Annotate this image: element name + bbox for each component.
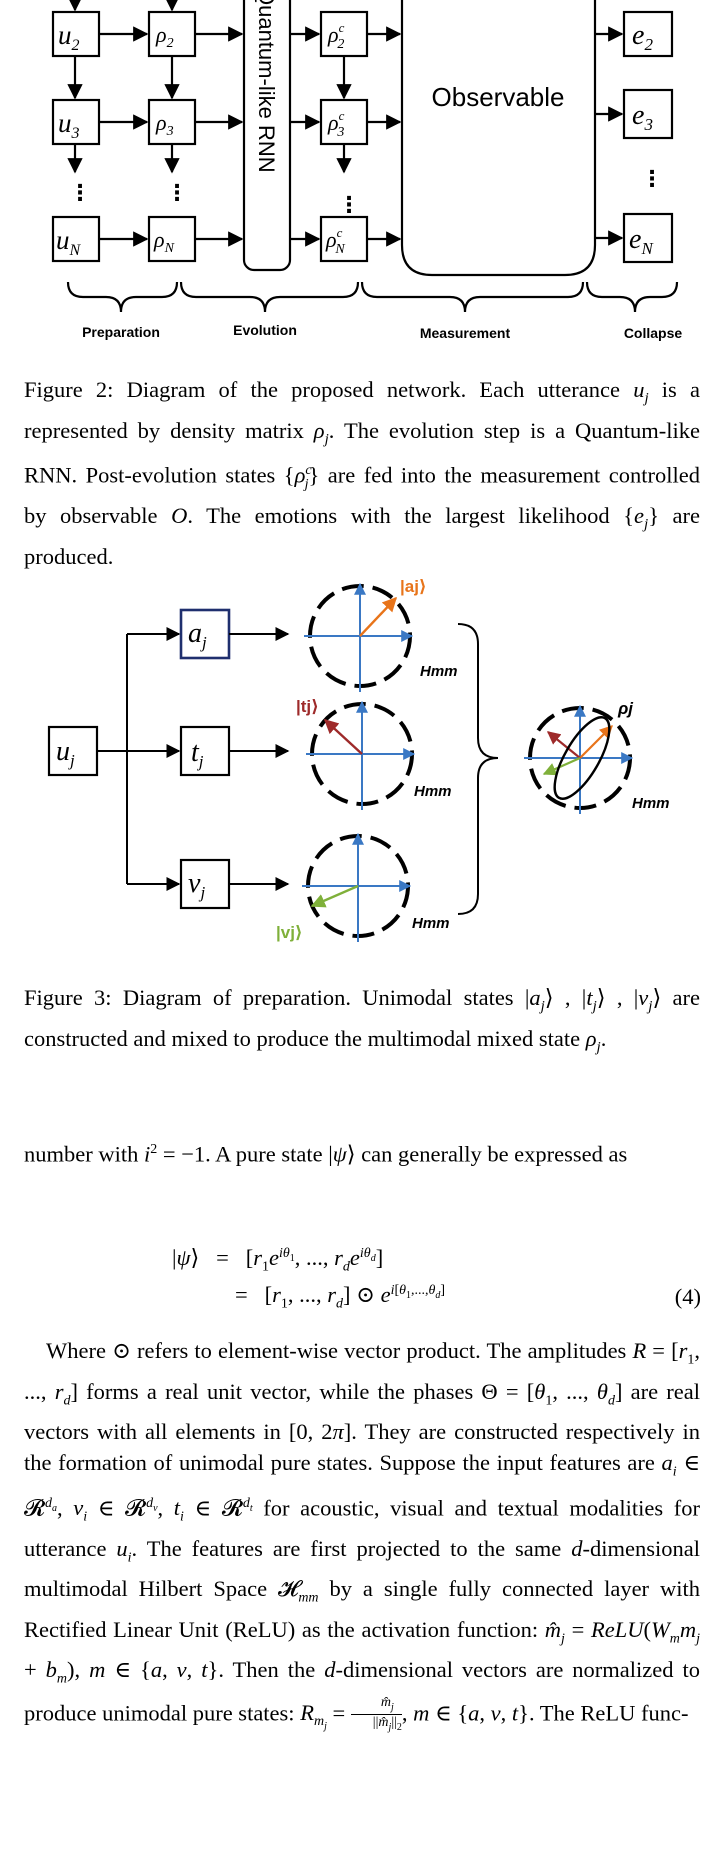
figure-2-caption: Figure 2: Diagram of the proposed networ… [24,377,701,569]
vdots-rhoc: ⋮ [338,192,360,217]
hmm-label-a: Hmm [420,663,458,680]
body-paragraph-2: Where ⊙ refers to element-wise vector pr… [24,1338,701,1734]
e2-node [622,10,674,58]
hmm-label-t: Hmm [414,783,452,800]
vdots-rho: ⋮ [166,180,188,205]
equation-number: (4) [674,1284,701,1309]
eN-node [622,212,674,264]
rhoN-node [147,215,197,263]
brace-evolution [179,281,360,313]
hmm-label-mixed: Hmm [632,795,670,812]
tj-node [179,725,231,777]
stage-preparation: Preparation [82,324,160,340]
v-state-vector [310,884,359,908]
brace-measurement [360,281,585,313]
body-paragraph-1: number with i2 = −1. A pure state |ψ⟩ ca… [24,1141,628,1167]
rhocN-node [319,215,369,263]
brace-collapse [585,281,679,313]
mixing-brace [457,623,499,915]
rhoc3-node [319,98,369,146]
t-state-vector [323,719,363,755]
aj-node [179,608,231,660]
v-ket-label: |vj⟩ [276,923,303,942]
rho-j-label: ρj [617,699,634,718]
stage-collapse: Collapse [624,325,683,341]
a-state-vector [359,596,397,637]
u3-node [51,98,101,146]
brace-preparation [66,281,179,313]
hmm-label-v: Hmm [412,915,450,932]
u2-node [51,10,101,58]
observable-box [400,0,597,277]
quantum-rnn-box [242,0,292,272]
rhoc2-node [319,10,369,58]
vdots-u: ⋮ [69,180,91,205]
figure-3-preparation-diagram: uj aj tj vj |aj⟩ |tj⟩ |vj⟩ Hmm Hmm Hmm H… [47,577,670,942]
uN-node [51,215,101,263]
figure-3-caption: Figure 3: Diagram of preparation. Unimod… [24,985,700,1055]
vdots-e: ⋮ [641,166,663,191]
density-ellipse [553,716,611,800]
t-ket-label: |tj⟩ [296,697,319,716]
rnn-label: Quantum-like RNN [254,0,279,173]
stage-measurement: Measurement [420,325,511,341]
observable-label: Observable [432,82,565,112]
a-ket-label: |aj⟩ [400,577,427,596]
stage-evolution: Evolution [233,322,297,338]
e3-node [622,88,674,140]
